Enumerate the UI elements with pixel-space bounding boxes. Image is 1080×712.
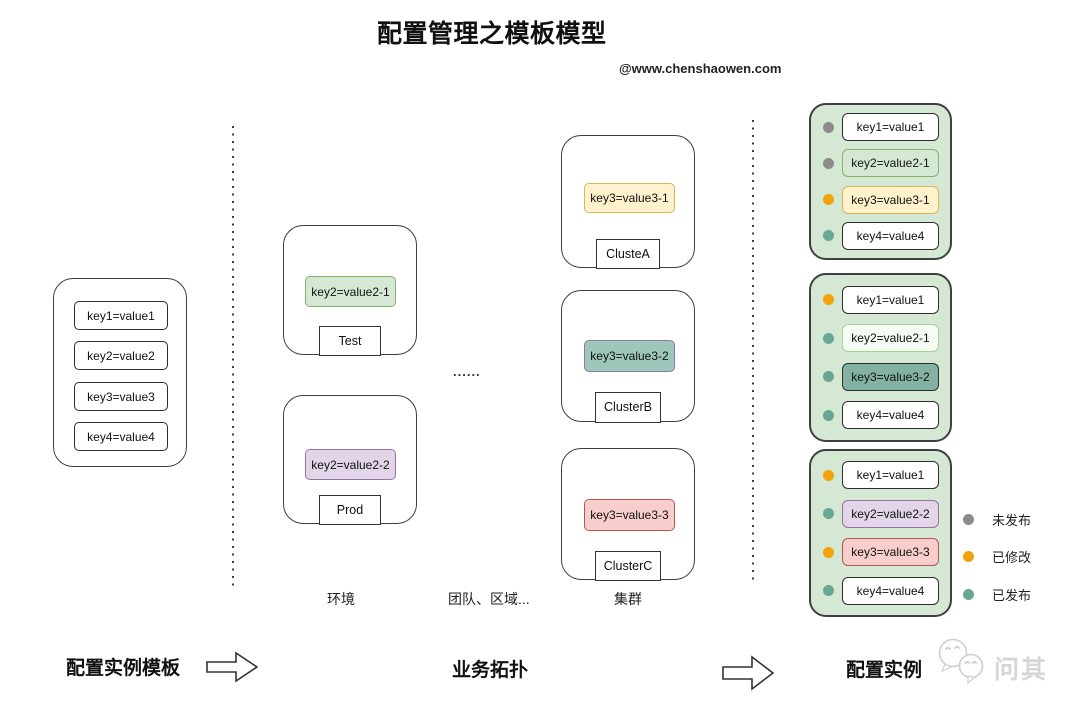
kv-box: key3=value3-2 <box>584 340 675 372</box>
instance-row: key1=value1 <box>811 285 950 314</box>
right-arrow-icon <box>206 651 258 683</box>
kv-box: key2=value2-2 <box>305 449 396 480</box>
instance-row: key1=value1 <box>811 113 950 142</box>
instance-row: key1=value1 <box>811 461 950 490</box>
status-dot <box>823 585 834 597</box>
kv-box: key2=value2-1 <box>842 324 939 353</box>
legend-dot-orange <box>963 551 974 562</box>
kv-box: key4=value4 <box>842 576 939 605</box>
env-label-prod: Prod <box>319 494 381 525</box>
kv-box: key3=value3-2 <box>842 362 939 391</box>
page-title: 配置管理之模板模型 <box>377 20 607 48</box>
dotted-separator-right <box>752 120 754 585</box>
logo-text: 问其 <box>994 656 1049 684</box>
legend-label: 未发布 <box>992 513 1032 528</box>
status-dot <box>823 230 834 242</box>
instance-row: key3=value3-3 <box>811 538 950 567</box>
instance-row: key2=value2-2 <box>811 499 950 528</box>
cluster-label-a: ClusteA <box>596 238 660 269</box>
legend-item-published: 已发布 <box>963 585 1031 604</box>
status-dot <box>823 469 834 481</box>
env-box-test: key2=value2-1 Test <box>283 225 417 356</box>
kv-box: key4=value4 <box>74 422 168 451</box>
status-dot <box>823 409 834 421</box>
stage-label-template: 配置实例模板 <box>66 658 181 679</box>
status-dot <box>823 508 834 520</box>
status-dot <box>823 157 834 169</box>
kv-box: key3=value3 <box>74 382 168 411</box>
status-dot <box>823 546 834 558</box>
kv-box: key2=value2 <box>74 341 168 370</box>
status-dot <box>823 194 834 206</box>
kv-box: key2=value2-1 <box>842 149 939 178</box>
kv-box: key1=value1 <box>74 301 168 330</box>
env-label-test: Test <box>319 325 381 356</box>
legend-label: 已发布 <box>992 588 1032 603</box>
kv-box: key1=value1 <box>842 113 939 142</box>
status-dot <box>823 371 834 383</box>
instance-row: key4=value4 <box>811 221 950 250</box>
kv-box: key3=value3-1 <box>584 183 675 213</box>
env-box-prod: key2=value2-2 Prod <box>283 395 417 525</box>
legend-item-modified: 已修改 <box>963 547 1031 566</box>
legend-dot-teal <box>963 589 974 600</box>
instance-row: key3=value3-1 <box>811 185 950 214</box>
kv-box: key2=value2-1 <box>305 276 396 307</box>
watermark: @www.chenshaowen.com <box>619 61 782 76</box>
kv-box: key3=value3-3 <box>842 538 939 567</box>
status-dot <box>823 121 834 133</box>
topology-ellipsis: ...... <box>453 364 481 379</box>
kv-box: key3=value3-1 <box>842 185 939 214</box>
kv-box: key4=value4 <box>842 401 939 430</box>
kv-box: key4=value4 <box>842 221 939 250</box>
cluster-label-c: ClusterC <box>595 550 661 581</box>
legend-dot-gray <box>963 514 974 525</box>
cluster-box-b: key3=value3-2 ClusterB <box>561 290 695 423</box>
cluster-box-c: key3=value3-3 ClusterC <box>561 448 695 581</box>
status-dot <box>823 294 834 306</box>
column-label-team: 团队、区域... <box>448 591 530 607</box>
stage-label-topology: 业务拓扑 <box>452 660 529 681</box>
legend-label: 已修改 <box>992 550 1032 565</box>
instance-row: key2=value2-1 <box>811 149 950 178</box>
instance-container-3: key1=value1 key2=value2-2 key3=value3-3 … <box>809 449 952 617</box>
stage-label-instance: 配置实例 <box>846 660 923 681</box>
kv-box: key1=value1 <box>842 285 939 314</box>
kv-box: key1=value1 <box>842 461 939 490</box>
dotted-separator-left <box>232 126 234 588</box>
cluster-box-a: key3=value3-1 ClusteA <box>561 135 695 269</box>
instance-row: key4=value4 <box>811 576 950 605</box>
kv-box: key2=value2-2 <box>842 499 939 528</box>
instance-container-1: key1=value1 key2=value2-1 key3=value3-1 … <box>809 103 952 260</box>
status-dot <box>823 332 834 344</box>
chat-bubbles-logo-icon <box>938 638 984 685</box>
kv-box: key3=value3-3 <box>584 499 675 531</box>
cluster-label-b: ClusterB <box>595 391 661 423</box>
instance-row: key3=value3-2 <box>811 362 950 391</box>
instance-row: key2=value2-1 <box>811 324 950 353</box>
right-arrow-icon <box>722 655 774 691</box>
instance-row: key4=value4 <box>811 401 950 430</box>
template-box: key1=value1 key2=value2 key3=value3 key4… <box>53 278 187 467</box>
column-label-env: 环境 <box>327 591 355 607</box>
instance-container-2: key1=value1 key2=value2-1 key3=value3-2 … <box>809 273 952 442</box>
legend-item-unpublished: 未发布 <box>963 510 1031 529</box>
column-label-cluster: 集群 <box>614 591 642 607</box>
